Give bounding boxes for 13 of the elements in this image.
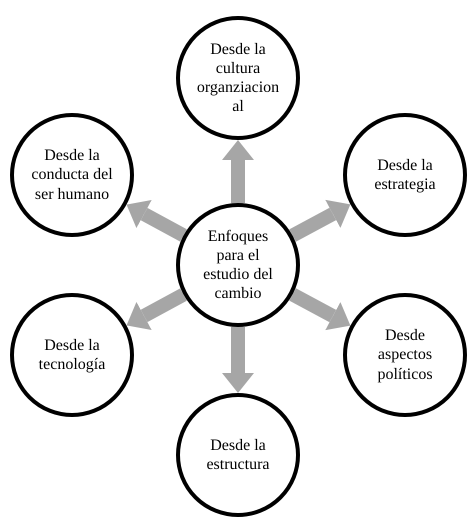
circle-label: Desde la cultura organziacional [196, 40, 280, 116]
circle-label: Desde la conducta del ser humano [30, 146, 114, 204]
circle-label: Desde la tecnología [38, 336, 106, 374]
block-arrow [289, 288, 350, 330]
block-arrow [126, 288, 187, 330]
circle-label: Desde aspectos políticos [376, 326, 434, 384]
circle-label: Enfoques para el estudio del cambio [202, 226, 274, 304]
block-arrow [126, 200, 187, 242]
circle-label: Desde la estrategia [373, 156, 437, 194]
block-arrow [289, 200, 350, 242]
block-arrow [222, 327, 254, 393]
circle-label: Desde la estructura [205, 436, 271, 474]
block-arrow [222, 140, 254, 203]
